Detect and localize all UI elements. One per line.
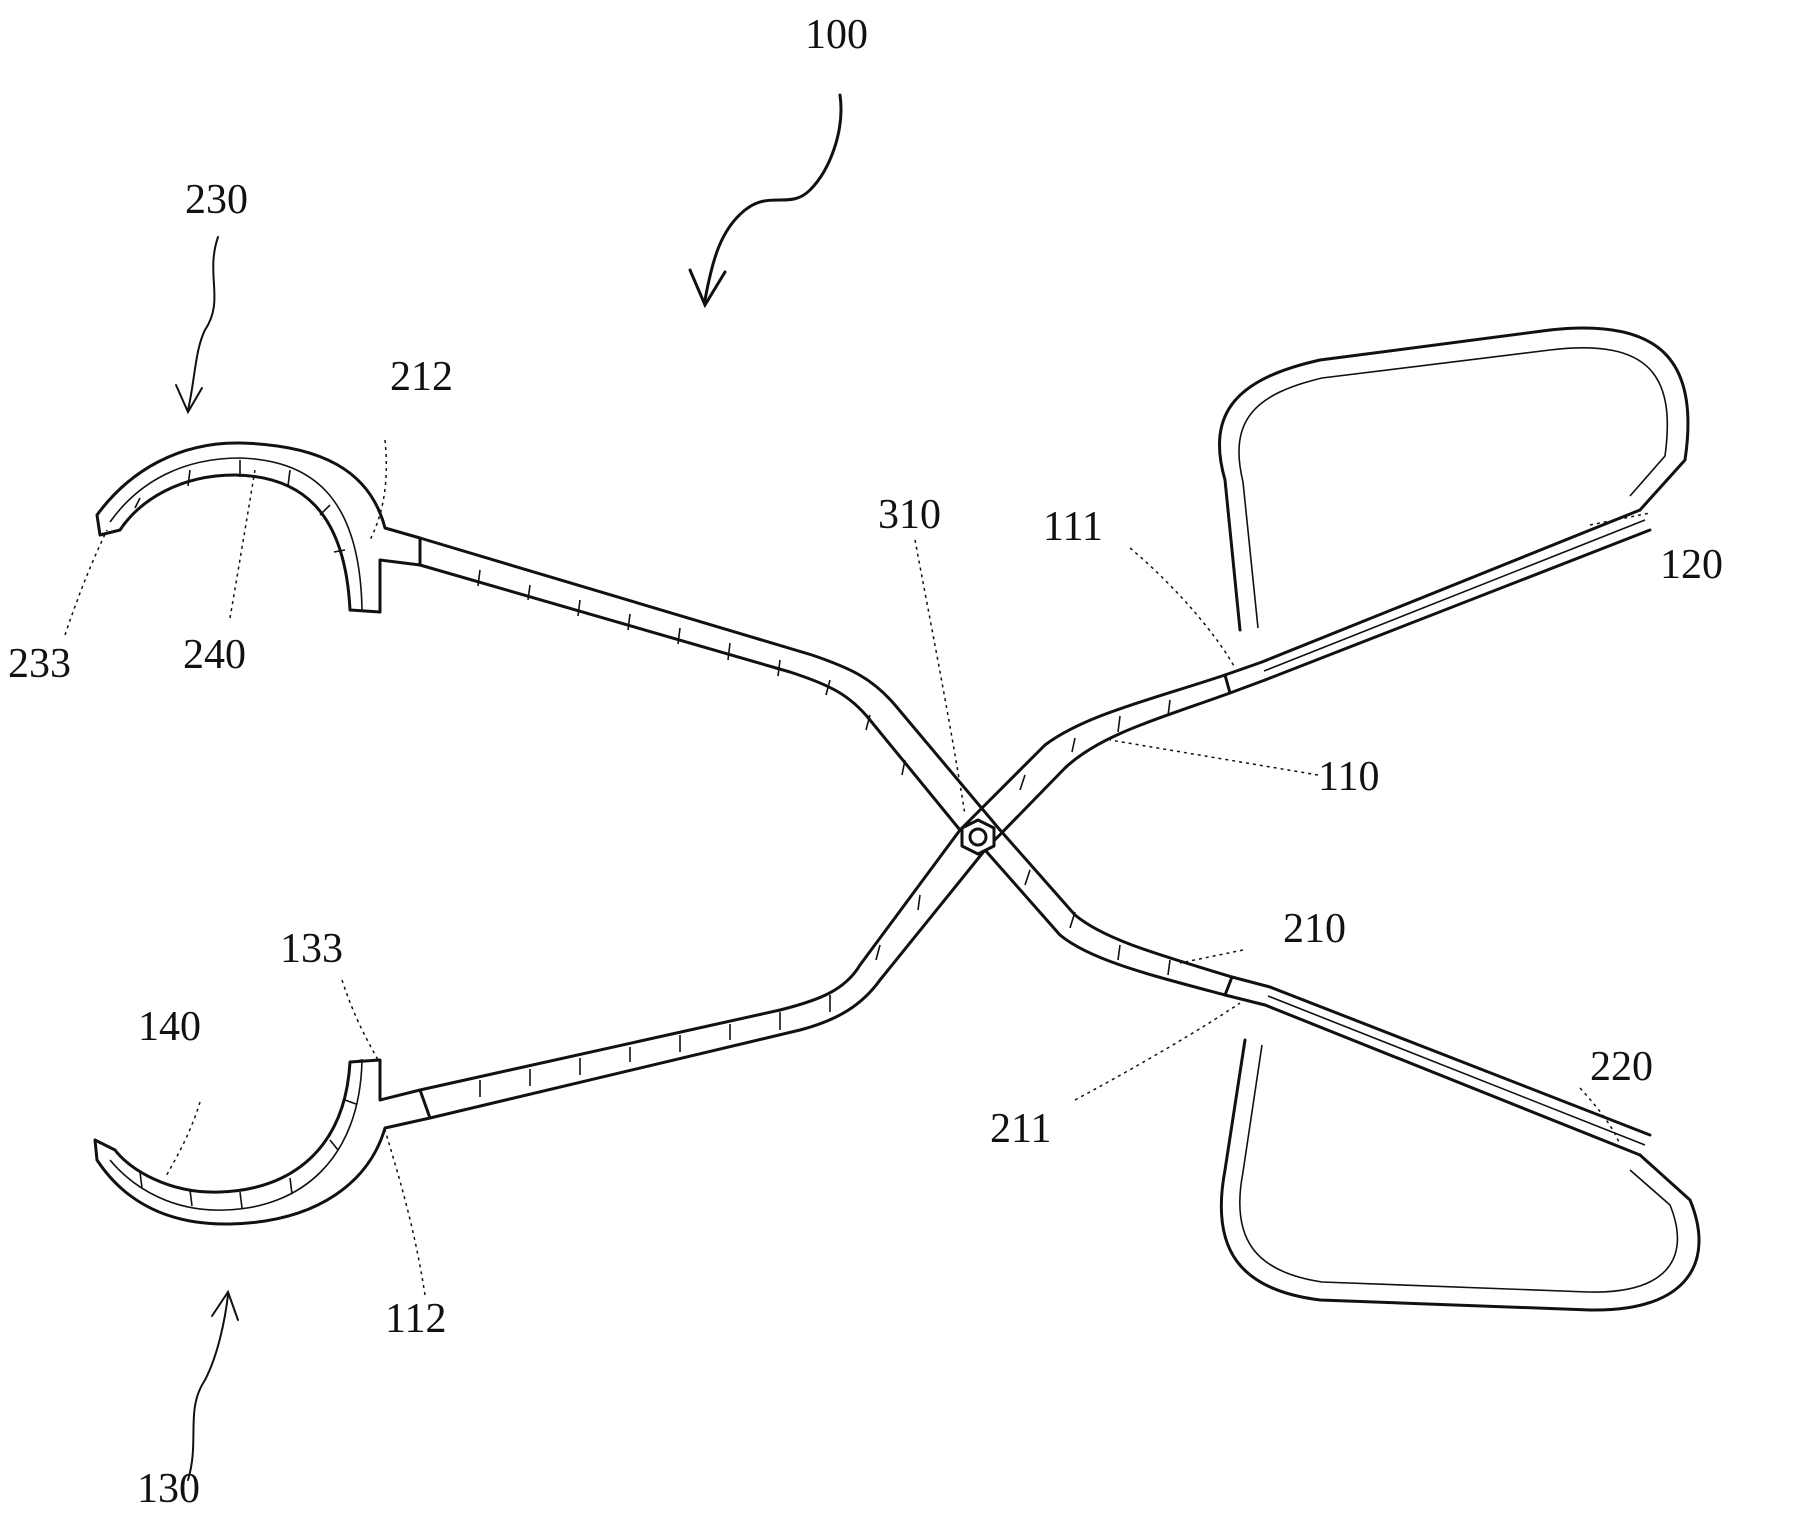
jaw-arrows [176, 237, 238, 1480]
label-100: 100 [805, 12, 868, 58]
first-jaw [95, 1060, 430, 1224]
second-jaw [97, 443, 420, 612]
label-211: 211 [990, 1106, 1051, 1152]
second-arm-scale [478, 570, 1170, 975]
label-133: 133 [280, 926, 343, 972]
label-112: 112 [385, 1296, 446, 1342]
label-240: 240 [183, 632, 246, 678]
label-140: 140 [138, 1004, 201, 1050]
first-arm-scale [480, 700, 1170, 1097]
label-130: 130 [137, 1466, 200, 1512]
label-220: 220 [1590, 1044, 1653, 1090]
label-120: 120 [1660, 542, 1723, 588]
label-212: 212 [390, 354, 453, 400]
pivot-bolt [962, 820, 994, 854]
label-230: 230 [185, 177, 248, 223]
label-111: 111 [1043, 504, 1103, 550]
label-110: 110 [1318, 754, 1379, 800]
label-210: 210 [1283, 906, 1346, 952]
label-233: 233 [8, 641, 71, 687]
device-arrow [690, 95, 841, 305]
label-310: 310 [878, 492, 941, 538]
